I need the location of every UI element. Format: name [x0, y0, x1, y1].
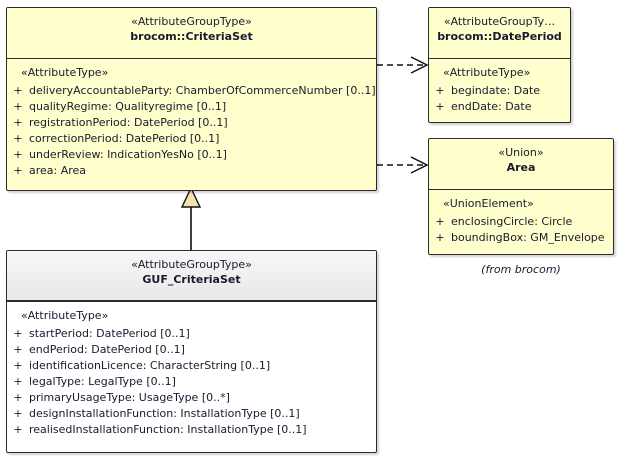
attribute-label: enclosingCircle: Circle — [451, 215, 573, 228]
attribute-label: legalType: LegalType [0..1] — [29, 375, 176, 388]
attribute-row: + realisedInstallationFunction: Installa… — [7, 422, 376, 438]
attribute-row: + startPeriod: DatePeriod [0..1] — [7, 326, 376, 342]
visibility-marker: + — [13, 132, 23, 145]
attribute-label: correctionPeriod: DatePeriod [0..1] — [29, 132, 220, 145]
attribute-label: qualityRegime: Qualityregime [0..1] — [29, 100, 227, 113]
compartment-stereotype: «AttributeType» — [21, 309, 109, 322]
attribute-row: + qualityRegime: Qualityregime [0..1] — [7, 99, 376, 115]
attribute-label: registrationPeriod: DatePeriod [0..1] — [29, 116, 228, 129]
attribute-row: + primaryUsageType: UsageType [0..*] — [7, 390, 376, 406]
visibility-marker: + — [13, 100, 23, 113]
visibility-marker: + — [435, 215, 445, 228]
attribute-label: designInstallationFunction: Installation… — [29, 407, 300, 420]
visibility-marker: + — [13, 116, 23, 129]
visibility-marker: + — [13, 391, 23, 404]
generalization-guf-to-criteriaset — [180, 186, 202, 250]
attribute-label: startPeriod: DatePeriod [0..1] — [29, 327, 190, 340]
class-header-area: «Union» Area — [429, 139, 613, 190]
visibility-marker: + — [13, 359, 23, 372]
attribute-row: + identificationLicence: CharacterString… — [7, 358, 376, 374]
attribute-row: + enclosingCircle: Circle — [429, 214, 613, 230]
attribute-label: primaryUsageType: UsageType [0..*] — [29, 391, 230, 404]
visibility-marker: + — [13, 327, 23, 340]
class-box-area[interactable]: «Union» Area «UnionElement» + enclosingC… — [428, 138, 614, 255]
attribute-label: boundingBox: GM_Envelope — [451, 231, 605, 244]
class-box-guf-criteria-set[interactable]: «AttributeGroupType» GUF_CriteriaSet «At… — [6, 250, 377, 453]
attribute-row: + deliveryAccountableParty: ChamberOfCom… — [7, 83, 376, 99]
dependency-criteriaset-to-dateperiod — [377, 56, 429, 74]
class-attributes-area: «UnionElement» + enclosingCircle: Circle… — [429, 190, 613, 252]
attribute-label: realisedInstallationFunction: Installati… — [29, 423, 307, 436]
class-name: Area — [506, 161, 536, 174]
attribute-row: + designInstallationFunction: Installati… — [7, 406, 376, 422]
class-stereotype: «AttributeGroupTy… — [443, 15, 556, 28]
class-name: GUF_CriteriaSet — [142, 273, 241, 286]
class-name: brocom::CriteriaSet — [130, 30, 253, 43]
attribute-label: identificationLicence: CharacterString [… — [29, 359, 271, 372]
attribute-label: underReview: IndicationYesNo [0..1] — [29, 148, 227, 161]
visibility-marker: + — [435, 100, 445, 113]
class-header-guf-criteria-set: «AttributeGroupType» GUF_CriteriaSet — [7, 251, 376, 302]
compartment-stereotype: «AttributeType» — [21, 66, 109, 79]
class-stereotype: «AttributeGroupType» — [131, 258, 252, 271]
visibility-marker: + — [13, 148, 23, 161]
attribute-label: deliveryAccountableParty: ChamberOfComme… — [29, 84, 376, 97]
class-header-criteria-set: «AttributeGroupType» brocom::CriteriaSet — [7, 8, 376, 59]
class-header-date-period: «AttributeGroupTy… brocom::DatePeriod — [429, 8, 570, 59]
attribute-label: endPeriod: DatePeriod [0..1] — [29, 343, 185, 356]
attribute-row: + boundingBox: GM_Envelope — [429, 230, 613, 246]
attribute-row: + registrationPeriod: DatePeriod [0..1] — [7, 115, 376, 131]
class-attributes-date-period: «AttributeType» + begindate: Date + endD… — [429, 59, 570, 121]
visibility-marker: + — [435, 84, 445, 97]
visibility-marker: + — [13, 84, 23, 97]
class-box-date-period[interactable]: «AttributeGroupTy… brocom::DatePeriod «A… — [428, 7, 571, 123]
class-name: brocom::DatePeriod — [437, 30, 562, 43]
class-attributes-criteria-set: «AttributeType» + deliveryAccountablePar… — [7, 59, 376, 185]
visibility-marker: + — [13, 407, 23, 420]
class-attributes-guf-criteria-set: «AttributeType» + startPeriod: DatePerio… — [7, 302, 376, 444]
attribute-row: + underReview: IndicationYesNo [0..1] — [7, 147, 376, 163]
class-stereotype: «AttributeGroupType» — [131, 15, 252, 28]
attribute-label: begindate: Date — [451, 84, 541, 97]
visibility-marker: + — [435, 231, 445, 244]
attribute-label: area: Area — [29, 164, 87, 177]
attribute-row: + area: Area — [7, 163, 376, 179]
compartment-stereotype: «AttributeType» — [443, 66, 531, 79]
visibility-marker: + — [13, 164, 23, 177]
compartment-stereotype: «UnionElement» — [443, 197, 534, 210]
attribute-row: + begindate: Date — [429, 83, 570, 99]
attribute-label: endDate: Date — [451, 100, 532, 113]
class-stereotype: «Union» — [498, 146, 544, 159]
visibility-marker: + — [13, 375, 23, 388]
visibility-marker: + — [13, 423, 23, 436]
attribute-row: + legalType: LegalType [0..1] — [7, 374, 376, 390]
package-origin-note: (from brocom) — [481, 263, 561, 276]
attribute-row: + endDate: Date — [429, 99, 570, 115]
class-box-criteria-set[interactable]: «AttributeGroupType» brocom::CriteriaSet… — [6, 7, 377, 191]
attribute-row: + endPeriod: DatePeriod [0..1] — [7, 342, 376, 358]
visibility-marker: + — [13, 343, 23, 356]
dependency-criteriaset-to-area — [377, 156, 429, 174]
attribute-row: + correctionPeriod: DatePeriod [0..1] — [7, 131, 376, 147]
